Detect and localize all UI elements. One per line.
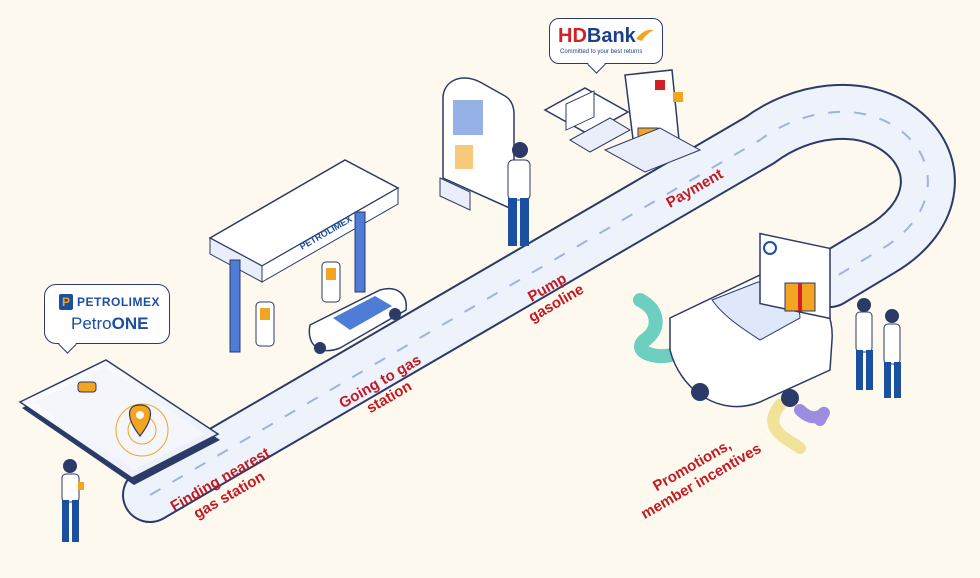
person-pumping	[507, 142, 531, 246]
person-with-phone	[61, 459, 84, 542]
petroone-app-name: PetroONE	[71, 314, 148, 334]
hdbank-wing-icon	[636, 29, 654, 41]
petrolimex-brand: P PETROLIMEX	[59, 294, 160, 310]
app-name-suffix: ONE	[111, 314, 149, 333]
handshake-people	[855, 298, 901, 398]
hdbank-brand-name: HDBank	[558, 25, 636, 48]
user-icon	[763, 241, 777, 255]
gas-station	[208, 159, 400, 353]
road	[122, 83, 956, 523]
petrolimex-logo-icon: P	[59, 294, 73, 310]
hdbank-tagline: Committed to your best returns	[560, 49, 643, 55]
hdbank-brand-rest: Bank	[586, 25, 636, 47]
car-at-station	[308, 288, 407, 354]
promotion-scene	[633, 232, 833, 454]
petrolimex-brand-name: PETROLIMEX	[77, 295, 161, 309]
gift-icon	[784, 282, 816, 312]
app-name-prefix: Petro	[71, 314, 112, 333]
hdbank-bubble: HDBank Committed to your best returns	[549, 18, 663, 64]
location-pin-icon	[128, 404, 152, 437]
petrolimex-bubble: P PETROLIMEX PetroONE	[44, 284, 170, 344]
fuel-dispenser	[439, 77, 515, 212]
qr-code-icon	[565, 90, 595, 131]
smartphone-map	[18, 359, 220, 485]
car-icon	[77, 381, 97, 393]
hdbank-brand-hd: HD	[558, 25, 587, 47]
payment-scene	[543, 69, 702, 173]
